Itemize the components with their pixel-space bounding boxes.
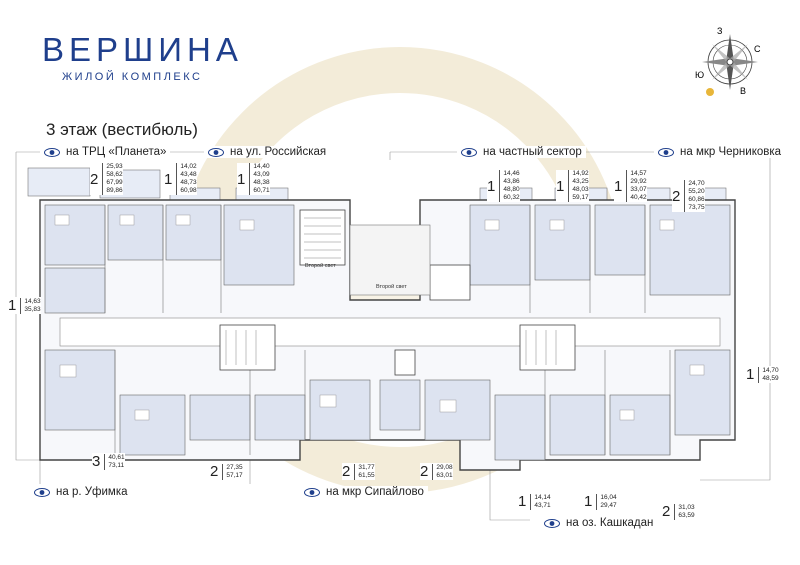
atrium-label-right: Второй свет (376, 283, 407, 290)
eye-icon (208, 147, 224, 157)
compass-icon: З С Ю В (695, 26, 761, 96)
direction-label: на частный сектор (483, 146, 582, 158)
direction-top-1: на ТРЦ «Планета» (40, 146, 171, 158)
atrium-label-left: Второй свет (305, 262, 336, 269)
compass-south: В (740, 86, 746, 96)
direction-label: на мкр Черниковка (680, 146, 782, 158)
direction-top-4: на мкр Черниковка (654, 146, 786, 158)
eye-icon (461, 147, 477, 157)
direction-label: на р. Уфимка (56, 486, 128, 498)
compass-east: С (754, 44, 761, 54)
logo-title: ВЕРШИНА (42, 31, 243, 68)
eye-icon (544, 518, 560, 528)
logo-subtitle: ЖИЛОЙ КОМПЛЕКС (62, 71, 203, 83)
logo: ВЕРШИНА ЖИЛОЙ КОМПЛЕКС (42, 33, 243, 83)
eye-icon (34, 487, 50, 497)
direction-bottom-1: на р. Уфимка (30, 486, 132, 498)
floor-title: 3 этаж (вестибюль) (46, 120, 198, 139)
eye-icon (44, 147, 60, 157)
compass-west: Ю (695, 70, 704, 80)
eye-icon (304, 487, 320, 497)
compass-north: З (717, 26, 722, 36)
direction-top-2: на ул. Российская (204, 146, 331, 158)
direction-label: на ТРЦ «Планета» (66, 146, 167, 158)
eye-icon (658, 147, 674, 157)
direction-label: на оз. Кашкадан (566, 517, 654, 529)
direction-label: на мкр Сипайлово (326, 486, 424, 498)
direction-label: на ул. Российская (230, 146, 327, 158)
direction-bottom-3: на оз. Кашкадан (540, 517, 658, 529)
sun-icon (706, 88, 714, 96)
direction-bottom-2: на мкр Сипайлово (300, 486, 428, 498)
direction-top-3: на частный сектор (457, 146, 586, 158)
